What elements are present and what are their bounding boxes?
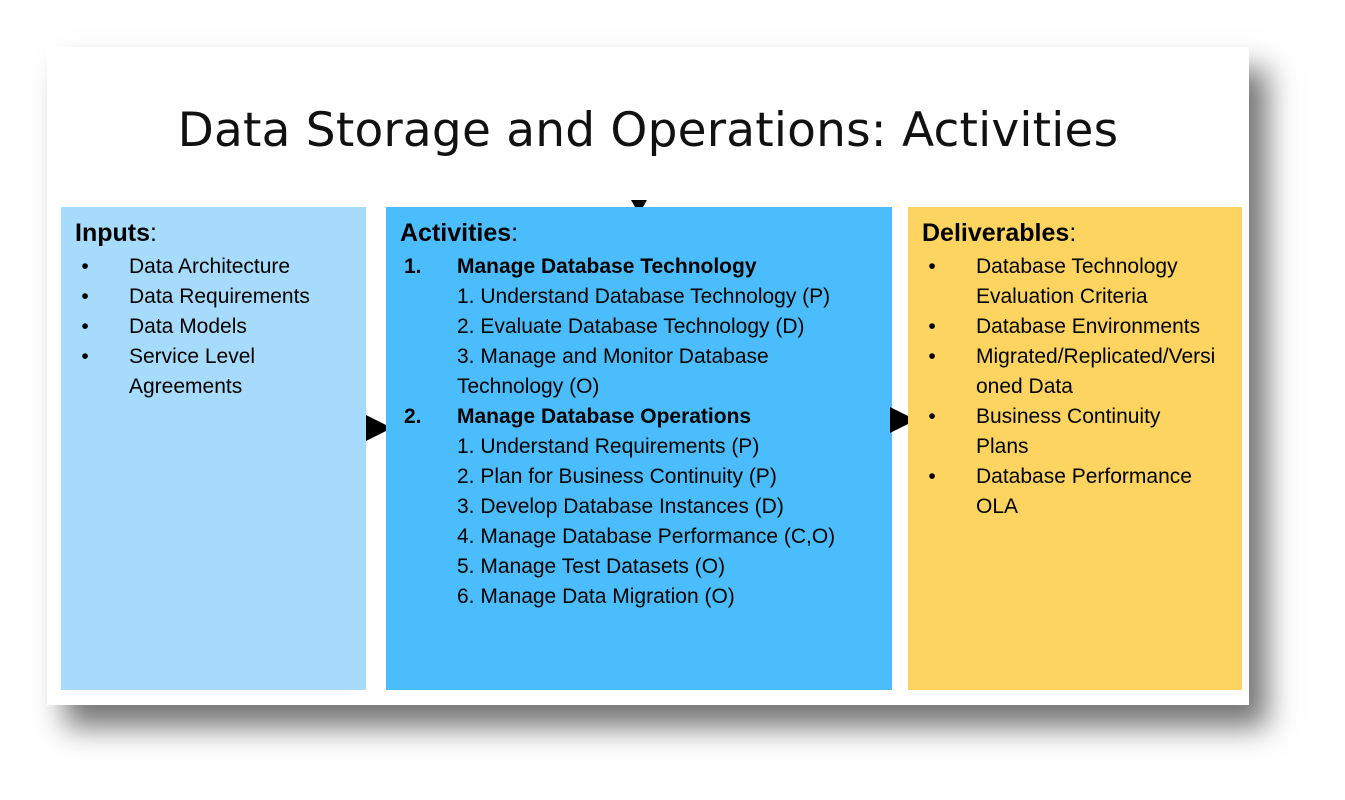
bullet-icon: • — [928, 465, 936, 488]
bullet-icon: • — [928, 255, 936, 278]
list-item: •Database Performance OLA — [922, 462, 1216, 522]
deliverables-panel: Deliverables: •Database Technology Evalu… — [908, 207, 1242, 690]
activities-panel: Activities: 1. Manage Database Technolog… — [386, 207, 892, 690]
list-item: •Database Technology Evaluation Criteria — [922, 252, 1186, 312]
activity-item: 2. Evaluate Database Technology (D) — [457, 315, 805, 338]
activity-item: 2. Plan for Business Continuity (P) — [457, 465, 777, 488]
list-item: •Data Requirements — [75, 282, 352, 312]
activity-item: 4. Manage Database Performance (C,O) — [457, 525, 836, 548]
inputs-heading: Inputs: — [75, 219, 157, 247]
activity-section-2: 2. Manage Database Operations — [404, 405, 752, 428]
bullet-icon: • — [928, 315, 936, 338]
list-item: •Business Continuity Plans — [922, 402, 1186, 462]
activity-item: 6. Manage Data Migration (O) — [457, 585, 735, 608]
bullet-icon: • — [81, 345, 89, 368]
activity-item: 5. Manage Test Datasets (O) — [457, 555, 726, 578]
inputs-panel: Inputs: •Data Architecture •Data Require… — [61, 207, 366, 690]
activity-item: 1. Understand Requirements (P) — [457, 435, 760, 458]
list-item: •Migrated/Replicated/Versioned Data — [922, 342, 1226, 402]
list-item: •Service Level Agreements — [75, 342, 319, 402]
activity-item: 3. Manage and Monitor Database Technolog… — [457, 345, 769, 398]
deliverables-heading: Deliverables: — [922, 219, 1077, 247]
list-item: •Data Models — [75, 312, 352, 342]
list-item: •Database Environments — [922, 312, 1228, 342]
activity-item: 3. Develop Database Instances (D) — [457, 495, 784, 518]
list-item: •Data Architecture — [75, 252, 352, 282]
activities-heading: Activities: — [400, 219, 519, 247]
bullet-icon: • — [81, 285, 89, 308]
slide-title: Data Storage and Operations: Activities — [177, 103, 1119, 158]
deliverables-list: •Database Technology Evaluation Criteria… — [922, 252, 1228, 522]
bullet-icon: • — [928, 405, 936, 428]
bullet-icon: • — [81, 315, 89, 338]
slide: Data Storage and Operations: Activities … — [47, 47, 1249, 705]
activity-section-1: 1. Manage Database Technology — [404, 255, 757, 278]
bullet-icon: • — [81, 255, 89, 278]
activity-item: 1. Understand Database Technology (P) — [457, 285, 831, 308]
inputs-list: •Data Architecture •Data Requirements •D… — [75, 252, 352, 402]
bullet-icon: • — [928, 345, 936, 368]
